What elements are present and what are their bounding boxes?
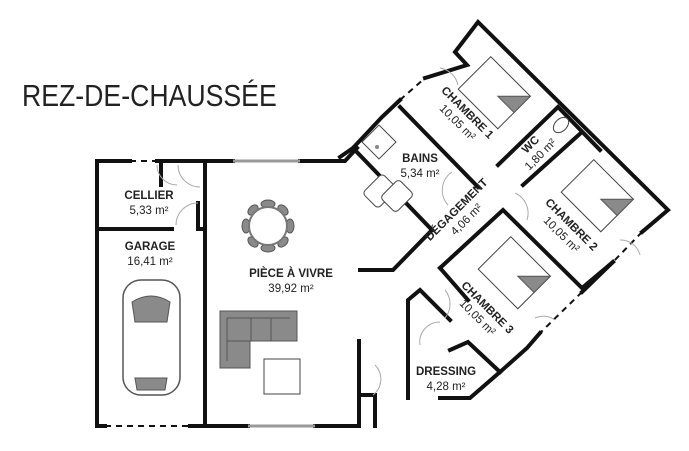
room-area: 5,34 m² [401, 168, 440, 180]
floor-title: REZ-DE-CHAUSSÉE [22, 78, 277, 113]
room-piece-a-vivre: PIÈCE À VIVRE 39,92 m² [249, 267, 333, 295]
room-name: GARAGE [125, 241, 176, 253]
sofa [219, 310, 298, 369]
room-degagement: DÉGAGEMENT 4,06 m² [423, 176, 490, 243]
dining-table [241, 199, 295, 253]
walls [95, 18, 671, 428]
windows [233, 159, 315, 428]
room-name: CELLIER [124, 190, 174, 202]
coffee-table [263, 358, 301, 395]
room-name: PIÈCE À VIVRE [249, 267, 333, 280]
room-area: 4,28 m² [427, 381, 466, 393]
room-bains: BAINS 5,34 m² [401, 153, 440, 180]
room-wc: WC 1,80 m² [520, 134, 559, 173]
room-name: BAINS [402, 153, 438, 165]
room-area: 5,33 m² [130, 205, 169, 217]
door-swings [156, 67, 641, 396]
room-cellier: CELLIER 5,33 m² [124, 190, 174, 217]
bathroom-fixtures [361, 116, 570, 212]
room-area: 39,92 m² [268, 283, 314, 295]
room-name: DRESSING [416, 366, 476, 378]
room-area: 16,41 m² [127, 256, 173, 268]
car-icon [122, 279, 181, 396]
dashed-openings [105, 77, 643, 427]
beds [457, 55, 635, 310]
room-dressing: DRESSING 4,28 m² [416, 366, 476, 393]
room-garage: GARAGE 16,41 m² [125, 241, 176, 268]
